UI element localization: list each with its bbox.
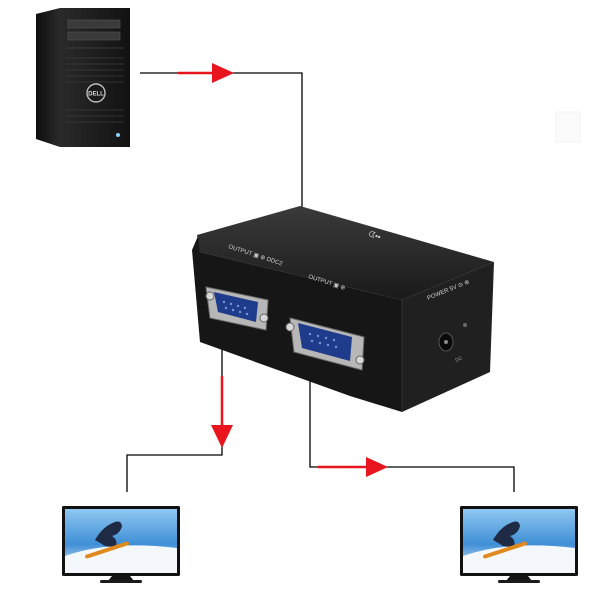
- snowboarder-icon: [95, 521, 122, 547]
- line-splitter-to-right-monitor: [309, 372, 515, 492]
- power-button-icon: [116, 133, 120, 137]
- monitor-left: [62, 506, 212, 583]
- splitter-top-label: ᗧ▪▪: [367, 229, 382, 241]
- vga-port-output-2[interactable]: [285, 317, 365, 371]
- signal-arrows: [178, 63, 388, 477]
- dc-label: DC: [455, 355, 464, 363]
- line-computer-to-splitter: [140, 72, 303, 212]
- arrow-right-icon: [178, 63, 234, 83]
- brand-badge: DELL: [88, 92, 104, 98]
- arrow-right-icon: [318, 457, 388, 477]
- background-artifact: [555, 111, 581, 143]
- arrow-down-icon: [211, 376, 233, 448]
- monitor-right: [460, 506, 578, 583]
- vga-port-output-1[interactable]: [205, 286, 269, 331]
- line-splitter-to-left-monitor: [126, 322, 223, 492]
- vga-splitter: ᗧ▪▪ OUTPUT ▣ ⊕ DDC2 OUTPUT ▣ ⊕ POWER 5V …: [192, 206, 494, 412]
- dc-power-jack[interactable]: [438, 323, 467, 352]
- snowboarder-icon: [493, 521, 520, 547]
- dell-logo-icon: [86, 83, 106, 103]
- desktop-computer: DELL: [36, 8, 130, 147]
